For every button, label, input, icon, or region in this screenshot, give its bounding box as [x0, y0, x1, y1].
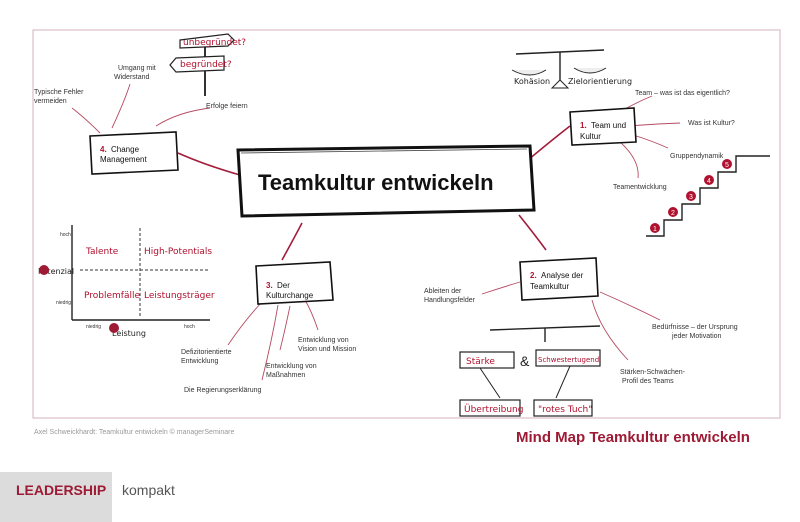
- matrix-axis-x: Leistung: [112, 329, 146, 338]
- scale-left-text: Kohäsion: [514, 77, 550, 86]
- leaf-ableiten-1: Ableiten der: [424, 288, 462, 295]
- leaf-staerken-1: Stärken-Schwächen-: [620, 369, 686, 376]
- branch-4-node[interactable]: 4. Change Management: [89, 131, 179, 175]
- branch-3-node[interactable]: 3. Der Kulturchange: [255, 261, 334, 305]
- branch-1-title-line1: Team und: [591, 121, 626, 130]
- matrix-y-niedrig: niedrig: [56, 300, 71, 306]
- leaf-umgang-1: Umgang mit: [118, 65, 156, 72]
- brand-label: LEADERSHIP: [16, 482, 107, 498]
- balance-schwestertugend: Schwestertugend: [538, 356, 599, 364]
- brand-sublabel: kompakt: [122, 482, 175, 498]
- branch-2-number: 2.: [530, 271, 537, 280]
- branch-2-node[interactable]: 2. Analyse der Teamkultur: [519, 257, 599, 301]
- branch-4-number: 4.: [100, 145, 107, 154]
- central-topic: Teamkultur entwickeln: [258, 170, 494, 195]
- talent-matrix-sketch: Talente High-Potentials Problemfälle Lei…: [38, 225, 215, 338]
- brand-box: LEADERSHIP: [0, 472, 112, 522]
- matrix-talente: Talente: [85, 247, 119, 257]
- stairs-sketch: 1 2 3 4 5: [646, 155, 770, 237]
- matrix-x-niedrig: niedrig: [86, 324, 101, 330]
- leaf-team-was-ist: Team – was ist das eigentlich?: [635, 90, 730, 97]
- leaf-staerken-2: Profil des Teams: [622, 378, 674, 385]
- central-node[interactable]: Teamkultur entwickeln: [236, 144, 536, 218]
- balance-scale-sketch: Kohäsion Zielorientierung: [511, 49, 632, 89]
- matrix-y-hoch: hoch: [60, 232, 71, 238]
- sign-bottom-text: begründet?: [180, 60, 232, 70]
- leaf-fehler-2: vermeiden: [34, 98, 67, 105]
- leaf-fehler-1: Typische Fehler: [34, 89, 84, 96]
- matrix-leistungstraeger: Leistungsträger: [144, 291, 215, 301]
- signpost-sketch: unbegründet? begründet?: [169, 33, 246, 96]
- branch-3-title-line1: Der: [277, 281, 290, 290]
- branch-3-number: 3.: [266, 281, 273, 290]
- matrix-problemfaelle: Problemfälle: [84, 291, 140, 301]
- matrix-x-hoch: hoch: [184, 324, 195, 330]
- balance-uebertreibung: Übertreibung: [464, 404, 523, 415]
- branch-1-node[interactable]: 1. Team und Kultur: [569, 107, 637, 146]
- stair-number-3: 3: [689, 194, 693, 201]
- matrix-axis-y: Potenzial: [38, 267, 74, 276]
- leaf-beduerfnisse-2: jeder Motivation: [671, 333, 722, 340]
- sign-top-text: unbegründet?: [183, 38, 246, 48]
- balance-staerke: Stärke: [466, 357, 495, 367]
- leaf-erfolge: Erfolge feiern: [206, 103, 248, 110]
- leaf-defizit-1: Defizitorientierte: [181, 349, 232, 356]
- matrix-high-potentials: High-Potentials: [144, 247, 212, 257]
- branch-4-title-line1: Change: [111, 145, 140, 154]
- branch-2-title-line2: Teamkultur: [530, 282, 569, 291]
- branch-3-title-line2: Kulturchange: [266, 291, 314, 300]
- leaf-massnahmen-2: Maßnahmen: [266, 372, 305, 379]
- leaf-beduerfnisse-1: Bedürfnisse – der Ursprung: [652, 324, 738, 331]
- branch-1-number: 1.: [580, 121, 587, 130]
- leaf-gruppendynamik: Gruppendynamik: [670, 153, 724, 160]
- scale-right-text: Zielorientierung: [568, 77, 632, 86]
- leaf-defizit-2: Entwicklung: [181, 358, 218, 365]
- leaf-massnahmen-1: Entwicklung von: [266, 363, 317, 370]
- balance-rotes-tuch: "rotes Tuch": [538, 405, 592, 415]
- ampersand: &: [520, 353, 530, 369]
- bottom-bar: [0, 472, 800, 522]
- branch-4-title-line2: Management: [100, 155, 147, 164]
- leaf-umgang-2: Widerstand: [114, 74, 150, 81]
- leaf-vision-2: Vision und Mission: [298, 346, 356, 353]
- stair-number-4: 4: [707, 178, 711, 185]
- leaf-vision-1: Entwicklung von: [298, 337, 349, 344]
- stair-number-5: 5: [725, 162, 729, 169]
- connectors: [177, 125, 571, 261]
- branch-2-title-line1: Analyse der: [541, 271, 584, 280]
- leaf-was-ist-kultur: Was ist Kultur?: [688, 120, 735, 127]
- leaf-ableiten-2: Handlungsfelder: [424, 297, 476, 304]
- stair-number-1: 1: [653, 226, 657, 233]
- mind-map-title: Mind Map Teamkultur entwickeln: [516, 429, 750, 446]
- strengths-balance-sketch: Stärke Schwestertugend & Übertreibung "r…: [459, 325, 601, 417]
- branch-1-title-line2: Kultur: [580, 132, 601, 141]
- stair-number-2: 2: [671, 210, 675, 217]
- footer-credit: Axel Schweickhardt: Teamkultur entwickel…: [34, 428, 234, 436]
- page-frame: [32, 29, 781, 419]
- leaf-teamentwicklung: Teamentwicklung: [613, 184, 667, 191]
- leaf-regierung: Die Regierungserklärung: [184, 387, 262, 394]
